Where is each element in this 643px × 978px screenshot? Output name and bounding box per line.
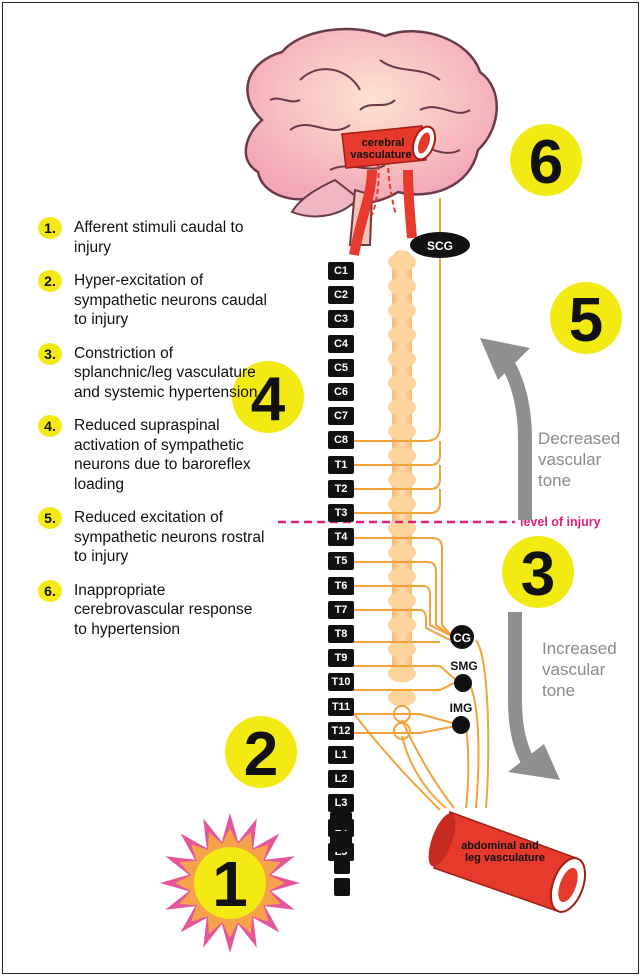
step-number: 5. [38, 507, 62, 529]
vertebra-c4: C4 [328, 335, 354, 353]
smg-ganglion [454, 674, 472, 692]
sacral-segment [330, 812, 352, 830]
marker-5: 5 [569, 286, 603, 355]
steps-list: 1. Afferent stimuli caudal to injury 2. … [38, 218, 268, 653]
vertebra-c6: C6 [328, 383, 354, 401]
decreased-tone-arrow [500, 352, 525, 520]
vertebra-t12: T12 [328, 722, 354, 740]
step-text: Hyper-excitation of sympathetic neurons … [74, 271, 268, 330]
svg-text:CG: CG [453, 631, 471, 645]
vertebra-t1: T1 [328, 456, 354, 474]
step-item: 6. Inappropriate cerebrovascular respons… [38, 581, 268, 640]
step-item: 3. Constriction of splanchnic/leg vascul… [38, 344, 268, 403]
step-text: Constriction of splanchnic/leg vasculatu… [74, 344, 268, 403]
vertebra-c8: C8 [328, 431, 354, 449]
img-label: IMG [450, 701, 473, 715]
step-text: Inappropriate cerebrovascular response t… [74, 581, 268, 640]
img-ganglion [452, 716, 470, 734]
vertebra-c2: C2 [328, 286, 354, 304]
vertebra-c1: C1 [328, 262, 354, 280]
vertebra-t2: T2 [328, 480, 354, 498]
vertebra-t7: T7 [328, 601, 354, 619]
step-number: 3. [38, 343, 62, 365]
lower-nerves [354, 538, 488, 810]
marker-3: 3 [521, 540, 555, 609]
vertebra-t5: T5 [328, 552, 354, 570]
increased-tone-arrow [515, 612, 533, 770]
step-number: 2. [38, 270, 62, 292]
step-item: 2. Hyper-excitation of sympathetic neuro… [38, 271, 268, 330]
vertebra-t9: T9 [328, 649, 354, 667]
step-item: 4. Reduced supraspinal activation of sym… [38, 416, 268, 494]
vertebra-l2: L2 [328, 770, 354, 788]
step-item: 5. Reduced excitation of sympathetic neu… [38, 508, 268, 567]
vertebra-t10: T10 [328, 673, 354, 691]
cerebral-label-1: cerebral [362, 137, 405, 149]
step-number: 6. [38, 580, 62, 602]
step-number: 4. [38, 415, 62, 437]
svg-text:abdominal and: abdominal and [461, 840, 539, 852]
vertebra-t11: T11 [328, 698, 354, 716]
vertebra-t8: T8 [328, 625, 354, 643]
vertebra-c5: C5 [328, 359, 354, 377]
vertebra-t3: T3 [328, 504, 354, 522]
marker-6: 6 [529, 128, 563, 197]
vertebra-c7: C7 [328, 407, 354, 425]
step-text: Reduced supraspinal activation of sympat… [74, 416, 268, 494]
svg-text:leg vasculature: leg vasculature [465, 852, 545, 864]
increased-tone-label: Increased vascular tone [542, 638, 617, 701]
decreased-tone-label: Decreased vascular tone [538, 428, 620, 491]
step-number: 1. [38, 217, 62, 239]
cg-ganglion: CG [450, 625, 474, 649]
abdominal-vasculature: abdominal and leg vasculature [423, 810, 592, 916]
scg-ganglion: SCG [410, 232, 470, 258]
vertebra-t6: T6 [328, 577, 354, 595]
marker-2: 2 [244, 720, 278, 789]
step-text: Reduced excitation of sympathetic neuron… [74, 508, 268, 567]
level-of-injury-label: level of injury [520, 515, 601, 529]
cerebral-label-2: vasculature [350, 149, 411, 161]
vertebra-t4: T4 [328, 528, 354, 546]
sacral-segment [334, 856, 350, 874]
vertebra-l1: L1 [328, 746, 354, 764]
smg-label: SMG [450, 659, 477, 673]
sacral-segment [330, 834, 352, 852]
vertebra-l3: L3 [328, 794, 354, 812]
vertebra-c3: C3 [328, 310, 354, 328]
svg-text:SCG: SCG [427, 239, 453, 253]
step-item: 1. Afferent stimuli caudal to injury [38, 218, 268, 257]
sacral-segment [334, 878, 350, 896]
step-text: Afferent stimuli caudal to injury [74, 218, 268, 257]
marker-1: 1 [212, 848, 248, 920]
